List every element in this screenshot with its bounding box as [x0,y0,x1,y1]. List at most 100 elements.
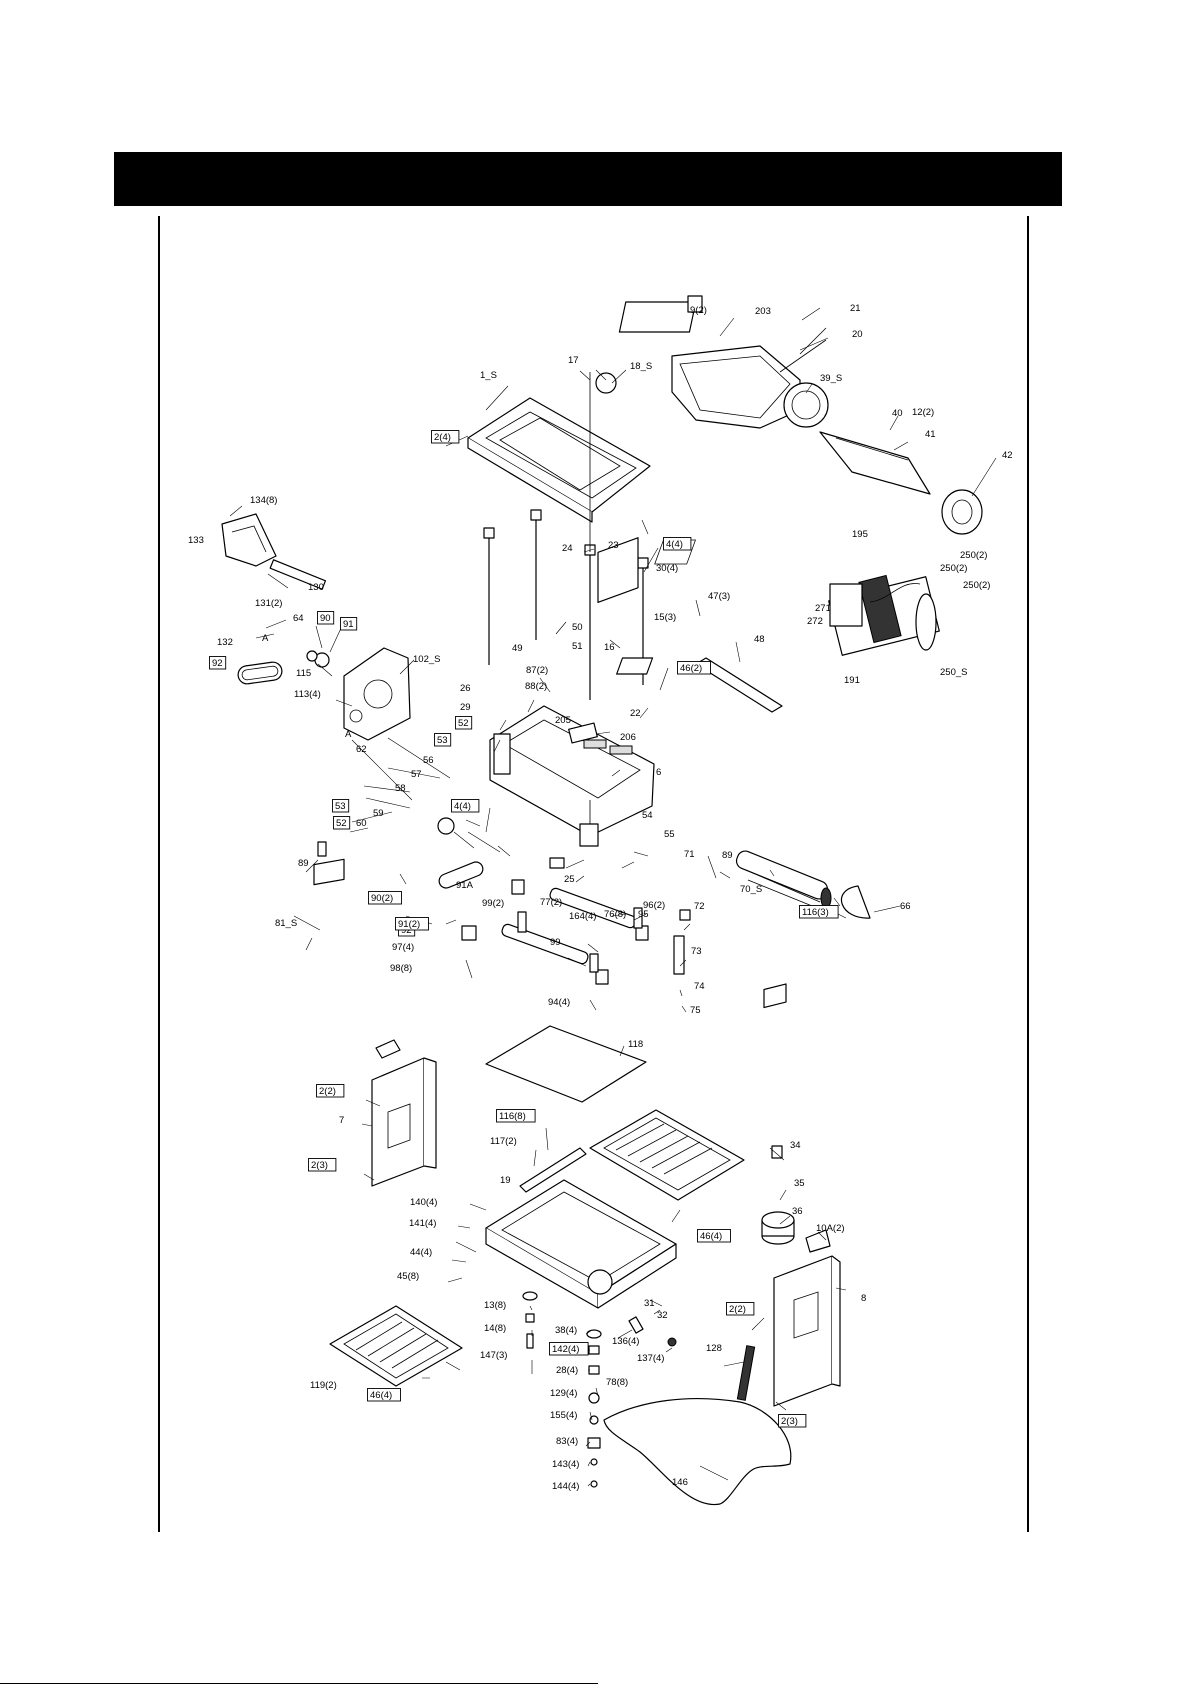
callout-label: 35 [794,1178,805,1189]
callout-label: 1_S [480,370,497,381]
callout-label: 94(4) [548,997,570,1008]
callout-label: 58 [395,783,406,794]
callout-label: 70_S [740,884,762,895]
callout-label: 17 [568,355,579,366]
callout-label: 56 [423,755,434,766]
callout-box [434,733,452,747]
callout-label: 90(2) [371,893,393,904]
callout-label: 34 [790,1140,801,1151]
callout-label: 95 [638,909,649,920]
extension-table-left [329,1305,463,1387]
callout-label: 64 [293,613,304,624]
callout-label: 132 [217,637,233,648]
callout-label: 30(4) [656,563,678,574]
bottom-base-part [485,1147,677,1309]
column-base-part [761,983,795,1245]
callout-label: 116(3) [802,907,829,918]
callout-box [663,537,692,551]
callout-label: 12(2) [912,407,934,418]
dust-hood-part [618,295,983,535]
callout-label: 47(3) [708,591,730,602]
callout-label: 99(2) [482,898,504,909]
callout-label: 4(4) [666,539,683,550]
callout-label: 32 [657,1310,668,1321]
callout-label: 15(3) [654,612,676,623]
callout-label: 45(8) [397,1271,419,1282]
callout-label: 9(2) [690,305,707,316]
callout-label: 191 [844,675,860,686]
callout-label: 206 [620,732,636,743]
callout-label: 203 [755,306,771,317]
callout-label: 41 [925,429,936,440]
callout-box [496,1109,536,1123]
callout-label: 118 [628,1039,643,1050]
callout-label: 4(4) [454,801,471,812]
chip-deflector-part [221,513,327,590]
base-plate-part [485,1025,647,1103]
callout-label: 78(8) [606,1377,628,1388]
callout-label: 14(8) [484,1323,506,1334]
callout-label: 89 [722,850,733,861]
callout-label: 21 [850,303,861,314]
top-cover-part [467,372,651,523]
callout-label: 46(2) [680,663,702,674]
callout-box [455,716,473,730]
callout-label: 83(4) [556,1436,578,1447]
callout-label: 66 [900,901,911,912]
callout-label: 40 [892,408,903,419]
callout-label: 74 [694,981,705,992]
leader-lines [229,307,997,1487]
callout-label: 71 [684,849,695,860]
callout-label: 10A(2) [816,1223,845,1234]
callout-label: 72 [694,901,705,912]
callout-label: A [262,633,269,644]
callout-label: 91A [456,880,474,891]
drive-belt-part [603,1398,792,1506]
header-bar [114,152,1062,206]
callout-label: 28(4) [556,1365,578,1376]
callout-label: 31 [644,1298,655,1309]
callout-box [367,1388,401,1402]
callout-box [799,905,839,919]
callout-label: 250(2) [963,580,990,591]
callout-label: 136(4) [612,1336,639,1347]
callout-label: 75 [690,1005,701,1016]
callout-box [209,656,227,670]
callout-label: 29 [460,702,471,713]
callout-label: 24 [562,543,573,554]
callout-label: 57 [411,769,422,780]
left-bracket-part [371,1039,437,1187]
right-bracket-part [736,1229,841,1407]
callout-label: 115 [296,668,311,679]
callout-label: 144(4) [552,1481,579,1492]
callout-label: 91(2) [398,919,420,930]
callout-label: 23 [608,540,619,551]
frame-left-line [158,216,160,1532]
callout-label: 38(4) [555,1325,577,1336]
callout-label: 99 [550,937,561,948]
callout-label: 130 [308,582,324,593]
callout-label: 59 [373,808,384,819]
callout-label: 113(4) [294,689,321,700]
callout-label: 54 [642,810,653,821]
callout-label: 92 [401,925,412,936]
callout-label: 164(4) [569,911,596,922]
callout-label: 7 [339,1115,344,1126]
callout-label: 2(2) [729,1304,746,1315]
callout-label: 147(3) [480,1350,507,1361]
callout-label: 39_S [820,373,842,384]
callout-label: 8 [861,1293,866,1304]
footer-rule [0,1683,598,1684]
callout-label: 46(4) [370,1390,392,1401]
callout-label: 53 [437,735,448,746]
callout-label: 2(3) [781,1416,798,1427]
callout-label: 134(8) [250,495,277,506]
callout-label: 62 [356,744,367,755]
main-housing-part [489,537,655,847]
callout-label: 87(2) [526,665,548,676]
callout-box [316,1084,345,1098]
callout-box [549,1342,589,1356]
callout-label: 250(2) [960,550,987,561]
